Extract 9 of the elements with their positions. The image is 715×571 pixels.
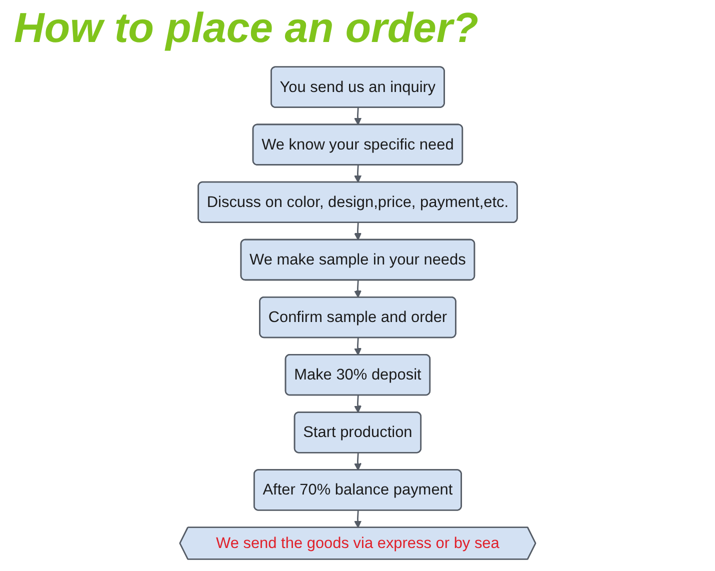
- arrow: [354, 222, 362, 240]
- arrow: [354, 510, 362, 528]
- arrow: [354, 108, 362, 126]
- arrow: [354, 395, 362, 413]
- arrow: [354, 338, 362, 356]
- arrow: [354, 453, 362, 471]
- title: How to place an order?: [14, 4, 478, 52]
- arrow: [354, 280, 362, 298]
- arrow: [354, 165, 362, 183]
